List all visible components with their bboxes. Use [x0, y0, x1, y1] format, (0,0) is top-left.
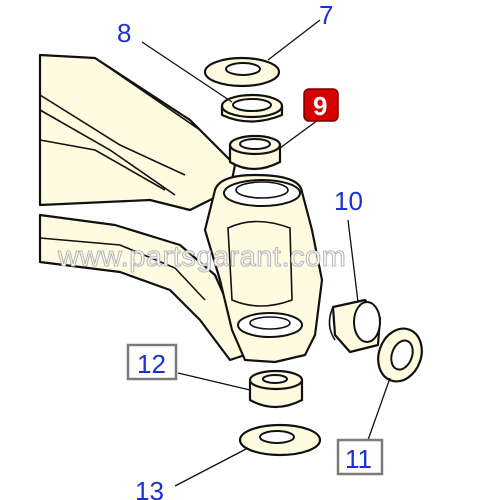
callout-12: 12 [137, 349, 166, 379]
part-12-lower-bushing [248, 369, 304, 409]
part-10-bushing [328, 298, 382, 354]
callout-12-box: 12 [126, 343, 178, 381]
axle-housing [38, 53, 324, 364]
callout-9-badge: 9 [303, 88, 339, 122]
callout-10: 10 [334, 186, 363, 216]
callout-13: 13 [135, 476, 164, 500]
part-13-washer [238, 423, 322, 457]
callout-8: 8 [117, 18, 131, 48]
part-11-washer [377, 327, 423, 383]
leader-lines [141, 19, 391, 487]
part-9-seal [220, 93, 284, 123]
upper-bushing [228, 134, 282, 171]
callout-9: 9 [313, 91, 327, 121]
callout-7-partial: 7 [319, 0, 333, 30]
part-8-thrust-washer [203, 56, 281, 88]
callout-11-box: 11 [336, 438, 384, 476]
callout-11: 11 [345, 444, 372, 474]
watermark: www.partsgarant.com [57, 241, 346, 273]
